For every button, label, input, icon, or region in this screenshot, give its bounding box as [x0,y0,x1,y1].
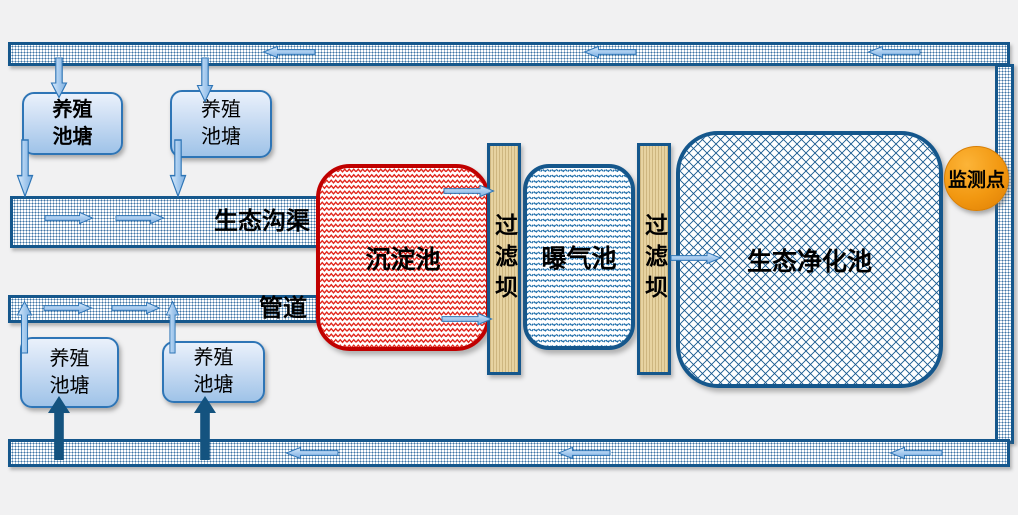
flow-arrow-right-icon [43,301,93,315]
pond-bottom-left: 养殖池塘 [20,337,119,408]
pond-label: 养殖池塘 [52,98,93,148]
eco-ditch-channel: 生态沟渠 [10,196,332,248]
aeration-label: 曝气池 [541,245,617,273]
pond-bottom-right: 养殖池塘 [162,341,265,403]
pond-top-right: 养殖池塘 [170,90,272,158]
flow-arrow-right-icon [44,211,94,225]
aeration-pond: 曝气池 [523,164,635,350]
return-channel-right [995,64,1014,444]
flow-arrow-left-icon [867,45,921,59]
sedimentation-label: 沉淀池 [365,245,441,274]
flow-arrow-left-icon [262,45,316,59]
pond-label: 养殖池塘 [193,347,234,396]
return-channel-bottom [8,439,1010,467]
flow-arrow-down-icon [169,139,187,198]
flow-arrow-down-icon [50,57,68,99]
pond-label: 养殖池塘 [49,347,90,397]
flow-arrow-right-icon [670,251,722,265]
filter-dam-label: 过滤坝 [491,212,518,306]
pipeline-label: 管道 [259,295,307,322]
flow-arrow-left-icon [583,45,637,59]
purification-pond: 生态净化池 [676,131,943,388]
diamond-lattice-pattern [680,135,939,384]
flow-arrow-left-icon [285,446,339,460]
flow-arrow-up-icon [165,301,180,354]
flow-arrow-left-icon [557,446,611,460]
purification-label: 生态净化池 [746,247,872,276]
flow-arrow-up-thick-icon [194,396,216,460]
blue-wave-pattern [527,168,631,346]
pond-top-left: 养殖池塘 [22,92,123,155]
flow-arrow-right-icon [111,301,161,315]
pond-label: 养殖池塘 [201,99,241,148]
eco-ditch-label: 生态沟渠 [214,208,310,235]
flow-arrow-right-icon [441,312,493,326]
flow-arrow-up-thick-icon [48,396,70,460]
monitor-point-badge: 监测点 [944,146,1009,211]
filter-dam-label: 过滤坝 [641,212,668,306]
flow-arrow-right-icon [443,184,495,198]
flow-arrow-left-icon [889,446,943,460]
filter-dam-2: 过滤坝 [637,143,671,375]
monitor-point-label: 监测点 [947,170,1005,191]
flow-arrow-down-icon [196,57,214,103]
flow-arrow-down-icon [16,139,34,198]
flow-arrow-right-icon [115,211,165,225]
flow-arrow-up-icon [16,300,33,354]
return-channel-top [8,42,1010,66]
filter-dam-1: 过滤坝 [487,143,521,375]
